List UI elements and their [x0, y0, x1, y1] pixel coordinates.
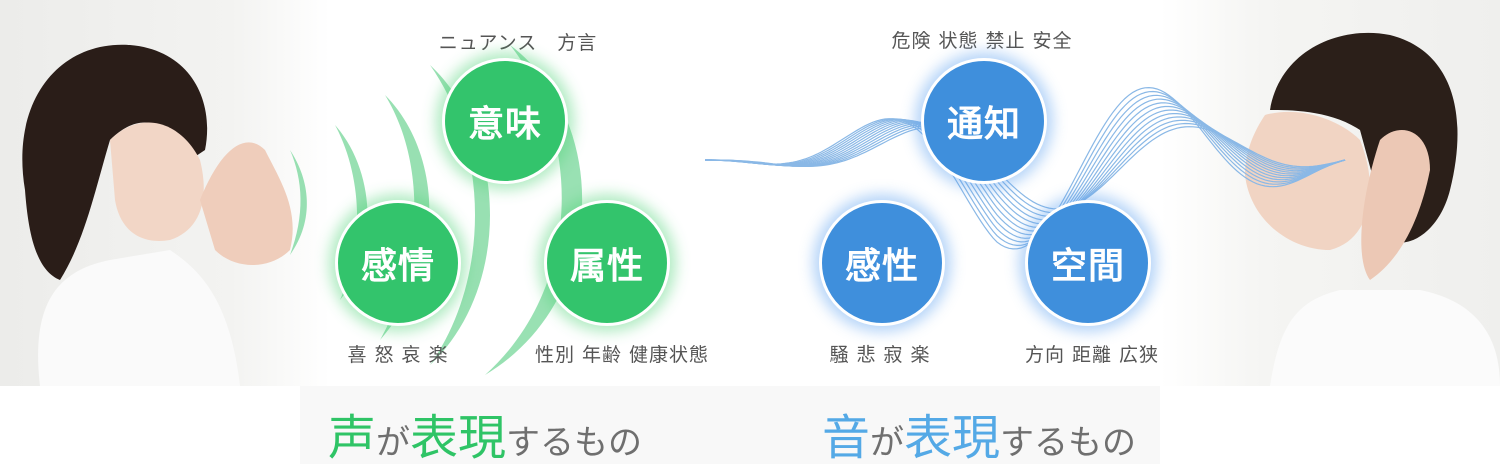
voice-circle-emotion: 感情: [335, 200, 461, 326]
sound-wave-line: [705, 113, 1346, 225]
title-band: [300, 386, 1160, 464]
woman-listening-figure: [1245, 32, 1500, 386]
sound-title: 音が表現するもの: [822, 398, 1136, 468]
sound-wave-line: [705, 94, 1346, 243]
sound-wave-line: [705, 90, 1346, 247]
voice-top-keywords: ニュアンス 方言: [438, 32, 598, 54]
voice-title-express: 表現: [410, 410, 507, 466]
sound-wave-line: [705, 98, 1346, 239]
sound-circle-notification: 通知: [921, 58, 1047, 184]
voice-left-keywords: 喜 怒 哀 楽: [347, 344, 449, 366]
sound-title-express: 表現: [904, 410, 1001, 466]
sound-wave-line: [705, 105, 1346, 232]
voice-title: 声が表現するもの: [328, 398, 642, 468]
voice-circle-attribute: 属性: [544, 200, 670, 326]
voice-title-word: 声: [328, 410, 377, 466]
voice-circle-meaning: 意味: [442, 58, 568, 184]
sound-wave-line: [705, 109, 1346, 229]
voice-title-suffix: するもの: [506, 423, 643, 463]
sound-top-keywords: 危険 状態 禁止 安全: [891, 30, 1073, 52]
sound-wave-line: [705, 102, 1346, 236]
illustration-layer: [22, 32, 1500, 386]
sound-title-particle: が: [870, 423, 905, 463]
woman-speaking-figure: [22, 44, 293, 386]
sound-title-suffix: するもの: [1000, 423, 1137, 463]
sound-right-keywords: 方向 距離 広狭: [1024, 344, 1160, 366]
sound-circle-space: 空間: [1025, 200, 1151, 326]
sound-circle-sensibility: 感性: [819, 200, 945, 326]
sound-title-word: 音: [822, 410, 871, 466]
sound-left-keywords: 騒 悲 寂 楽: [829, 344, 931, 366]
voice-right-keywords: 性別 年齢 健康状態: [534, 344, 710, 366]
voice-title-particle: が: [376, 423, 411, 463]
sound-waves: [705, 86, 1346, 250]
sound-wave-line: [705, 86, 1346, 250]
